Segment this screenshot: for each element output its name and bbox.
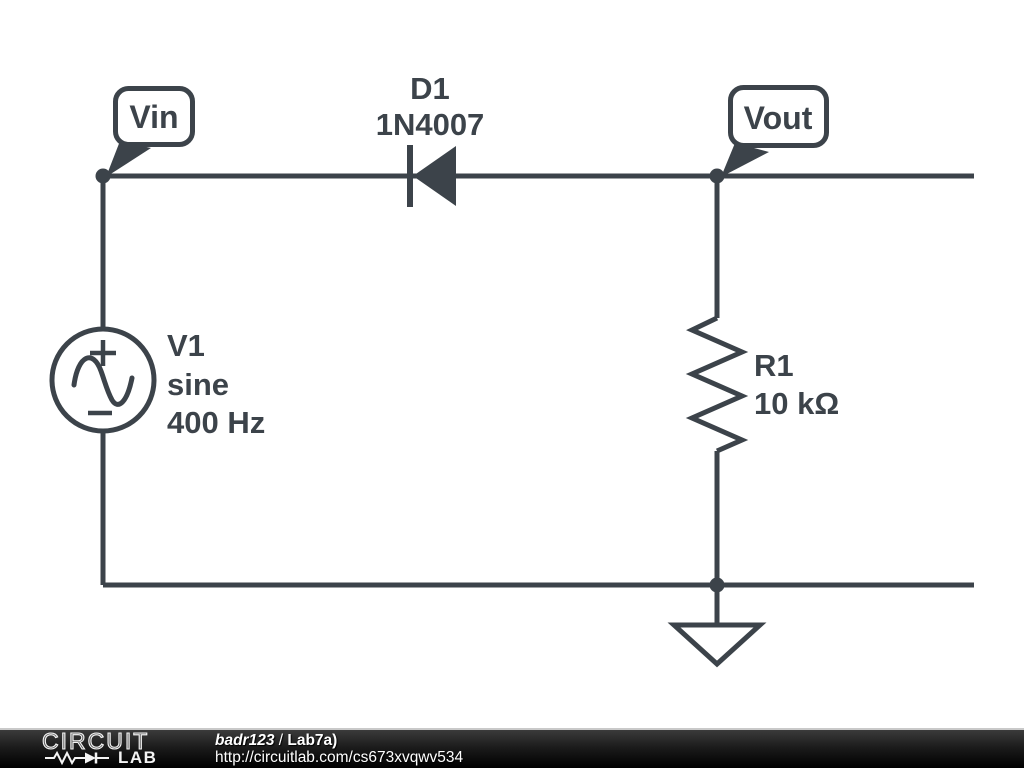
resistor-zigzag-icon	[685, 315, 749, 454]
vin-flag-pointer	[106, 141, 151, 177]
diode-d1: D1 1N4007	[376, 71, 485, 207]
diode-name-label: D1	[410, 71, 450, 106]
footer-title-line: badr123 / Lab7a)	[215, 732, 463, 749]
vout-flag-box	[728, 85, 829, 148]
source-name-label: V1	[167, 328, 205, 363]
diode-part-label: 1N4007	[376, 107, 485, 142]
vin-flag-label: Vin	[129, 99, 178, 135]
resistor-value-label: 10 kΩ	[754, 386, 839, 421]
footer-text: badr123 / Lab7a) http://circuitlab.com/c…	[215, 732, 463, 766]
ground-icon	[667, 622, 767, 668]
source-waveform-label: sine	[167, 367, 229, 402]
logo-word-circuit: CIRCUIT	[41, 728, 150, 754]
footer-circuit-title: Lab7a)	[287, 732, 338, 749]
diode-triangle-icon	[413, 146, 456, 206]
node-dot-vout	[709, 168, 725, 184]
node-dot-vin	[95, 168, 111, 184]
logo-circuit-glyph-icon	[45, 750, 109, 766]
logo-word-lab: LAB	[118, 748, 158, 767]
plus-sign-icon	[90, 340, 116, 366]
net-flag-vin: Vin	[106, 86, 195, 177]
junction-dots	[95, 168, 725, 593]
resistor-name-label: R1	[754, 348, 794, 383]
vout-flag-pointer	[721, 143, 769, 177]
source-frequency-label: 400 Hz	[167, 405, 265, 440]
footer-bar: CIRCUIT LAB badr123 / Lab7a) http://circ…	[0, 728, 1024, 768]
footer-separator: /	[274, 732, 288, 749]
net-flag-vout: Vout	[721, 85, 829, 177]
circuitlab-logo: CIRCUIT LAB	[41, 728, 192, 768]
circuit-schematic: V1 sine 400 Hz D1 1N4007 R1 10 kΩ Vin	[49, 71, 974, 668]
vout-flag-label: Vout	[744, 100, 813, 136]
sine-wave-icon	[71, 355, 135, 407]
vin-flag-box	[113, 86, 195, 147]
schematic-canvas: V1 sine 400 Hz D1 1N4007 R1 10 kΩ Vin	[49, 71, 974, 668]
node-dot-ground	[709, 577, 725, 593]
resistor-r1: R1 10 kΩ	[685, 315, 839, 454]
footer-url[interactable]: http://circuitlab.com/cs673xvqwv534	[215, 749, 464, 766]
voltage-source-v1: V1 sine 400 Hz	[49, 326, 265, 440]
logo-row2: LAB	[45, 748, 192, 768]
footer-author: badr123	[215, 732, 275, 749]
wires	[100, 173, 974, 625]
